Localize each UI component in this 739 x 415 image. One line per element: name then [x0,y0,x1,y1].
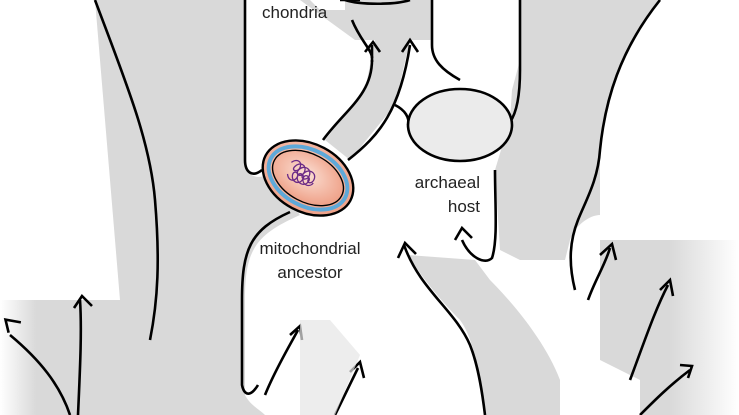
archaeal-label-line2: host [447,197,480,216]
eukaryote-branch [396,240,560,415]
mitochondria-branch [300,0,461,162]
right-lower-branch [586,240,739,415]
archaea-branch [453,0,662,291]
chondria-label: chondria [262,3,328,22]
mitochondrial-label-line1: mitochondrial [259,239,361,258]
dna-coil [291,159,316,184]
left-branch [0,0,300,415]
archaeal-host-cell [406,87,514,163]
archaeal-label-line1: archaeal [414,173,480,192]
mitochondrial-label-line2: ancestor [277,263,343,282]
top-connector [344,0,411,6]
mitochondrial-ancestor-cell [261,139,355,217]
lower-left-branches [3,293,366,415]
